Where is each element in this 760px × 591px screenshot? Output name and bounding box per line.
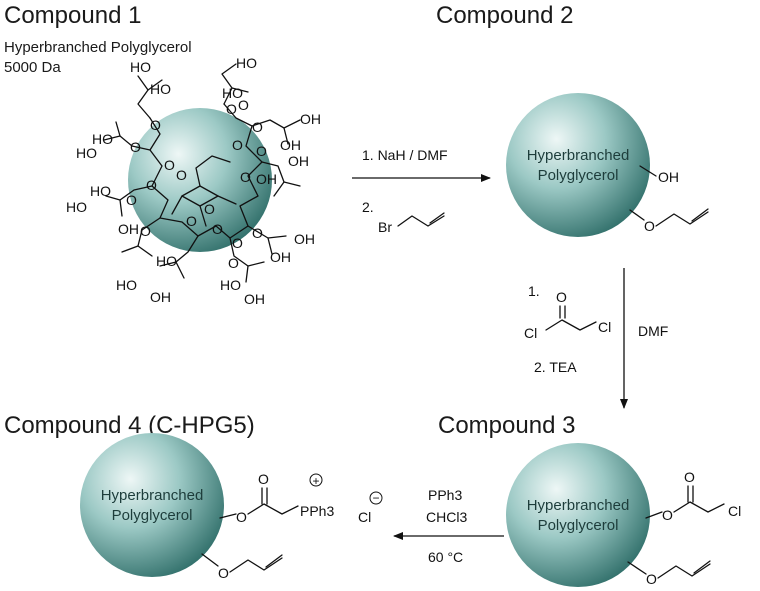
step2-solvent: DMF: [638, 323, 668, 339]
phosphonium-plus-sign: +: [312, 474, 319, 488]
c1-hydroxyl: OH: [300, 111, 321, 127]
c1-oxygen: O: [232, 235, 243, 251]
c1-hydroxyl: OH: [244, 291, 265, 307]
phosphonium-charge-ring: [309, 473, 323, 487]
chloride-charge-ring: [369, 491, 383, 505]
c1-oxygen: O: [146, 177, 157, 193]
compound-4-carbonyl-oxygen: O: [258, 471, 269, 487]
chloride-minus-sign: −: [372, 491, 379, 505]
compound-4-chloride: Cl: [358, 509, 371, 525]
step2-carbonyl-oxygen: O: [556, 289, 567, 305]
compound-3-carbonyl-oxygen: O: [684, 469, 695, 485]
c1-oxygen: O: [252, 225, 263, 241]
step3-reagent-1: PPh3: [428, 487, 462, 503]
compound-3-ester-oxygen: O: [662, 507, 673, 523]
reaction-step-3: PPh3 CHCl3 60 °C: [393, 487, 504, 565]
compound-4-core-label-line1: Hyperbranched: [101, 487, 204, 504]
compound-3-core-sphere: [506, 443, 650, 587]
compound-4-core-sphere: [80, 433, 224, 577]
compound-1-subtitle-name: Hyperbranched Polyglycerol: [4, 39, 192, 56]
compound-4-ester-oxygen: O: [236, 509, 247, 525]
c1-oxygen: O: [204, 201, 215, 217]
c1-hydroxyl: HO: [222, 85, 243, 101]
c1-hydroxyl: OH: [270, 249, 291, 265]
c1-oxygen: O: [212, 221, 223, 237]
c1-hydroxyl: OH: [118, 221, 139, 237]
compound-4-core-label-line2: Polyglycerol: [112, 507, 193, 524]
c1-oxygen: O: [226, 101, 237, 117]
c1-oxygen: O: [252, 119, 263, 135]
step3-reagent-2: CHCl3: [426, 509, 467, 525]
compound-3-core-label-line2: Polyglycerol: [538, 517, 619, 534]
c1-hydroxyl: HO: [92, 131, 113, 147]
reaction-step-2: 1. O Cl Cl 2. TEA DMF: [524, 268, 668, 409]
step2-chlorine-right: Cl: [598, 319, 611, 335]
compound-3-core-label-line1: Hyperbranched: [527, 497, 630, 514]
step1-reagent-1: 1. NaH / DMF: [362, 147, 448, 163]
compound-2-hydroxyl: OH: [658, 169, 679, 185]
step1-bromine: Br: [378, 219, 392, 235]
c1-hydroxyl: HO: [220, 277, 241, 293]
c1-hydroxyl: HO: [130, 59, 151, 75]
compound-3-structure: Hyperbranched Polyglycerol O O Cl O: [506, 443, 741, 587]
c1-oxygen: O: [150, 117, 161, 133]
c1-oxygen: O: [140, 223, 151, 239]
compound-2-structure: Hyperbranched Polyglycerol OH O: [506, 93, 709, 237]
compound-2-title: Compound 2: [436, 2, 573, 29]
compound-4-structure: Hyperbranched Polyglycerol O O PPh3 + Cl…: [80, 433, 383, 581]
c1-hydroxyl: OH: [150, 289, 171, 305]
c1-hydroxyl: HO: [156, 253, 177, 269]
compound-3-title: Compound 3: [438, 412, 575, 439]
c1-oxygen: O: [126, 192, 137, 208]
c1-hydroxyl: HO: [90, 183, 111, 199]
c1-oxygen: O: [256, 143, 267, 159]
c1-hydroxyl: OH: [256, 171, 277, 187]
compound-1-title: Compound 1: [4, 2, 141, 29]
c1-hydroxyl: OH: [288, 153, 309, 169]
step2-chlorine-left: Cl: [524, 325, 537, 341]
compound-4-phosphonium: PPh3: [300, 503, 334, 519]
compound-3-chlorine: Cl: [728, 503, 741, 519]
c1-hydroxyl: HO: [76, 145, 97, 161]
c1-hydroxyl: HO: [66, 199, 87, 215]
compound-1-subtitle-mass: 5000 Da: [4, 59, 61, 76]
c1-oxygen: O: [186, 213, 197, 229]
compound-1-core-sphere: [128, 108, 272, 252]
step3-condition: 60 °C: [428, 549, 463, 565]
reaction-step-1: 1. NaH / DMF 2. Br: [352, 147, 491, 235]
compound-1-structure: O O O O O O O O O O O O O O O O O O O HO…: [66, 55, 321, 307]
step2-reagent-2: 2. TEA: [534, 359, 577, 375]
c1-hydroxyl: OH: [280, 137, 301, 153]
step2-reagent-1-label: 1.: [528, 283, 540, 299]
c1-oxygen: O: [164, 157, 175, 173]
compound-4-ether-oxygen: O: [218, 565, 229, 581]
compound-4-title: Compound 4 (C-HPG5): [4, 412, 255, 439]
step1-reagent-2-label: 2.: [362, 199, 374, 215]
compound-3-ether-oxygen: O: [646, 571, 657, 587]
c1-hydroxyl: OH: [294, 231, 315, 247]
compound-2-core-sphere: [506, 93, 650, 237]
compound-2-ether-oxygen: O: [644, 218, 655, 234]
c1-oxygen: O: [238, 97, 249, 113]
c1-oxygen: O: [232, 137, 243, 153]
c1-oxygen: O: [228, 255, 239, 271]
c1-oxygen: O: [130, 139, 141, 155]
compound-2-core-label-line2: Polyglycerol: [538, 167, 619, 184]
compound-2-core-label-line1: Hyperbranched: [527, 147, 630, 164]
c1-hydroxyl: HO: [150, 81, 171, 97]
c1-oxygen: O: [240, 169, 251, 185]
c1-hydroxyl: HO: [236, 55, 257, 71]
c1-hydroxyl: HO: [116, 277, 137, 293]
c1-oxygen: O: [176, 167, 187, 183]
